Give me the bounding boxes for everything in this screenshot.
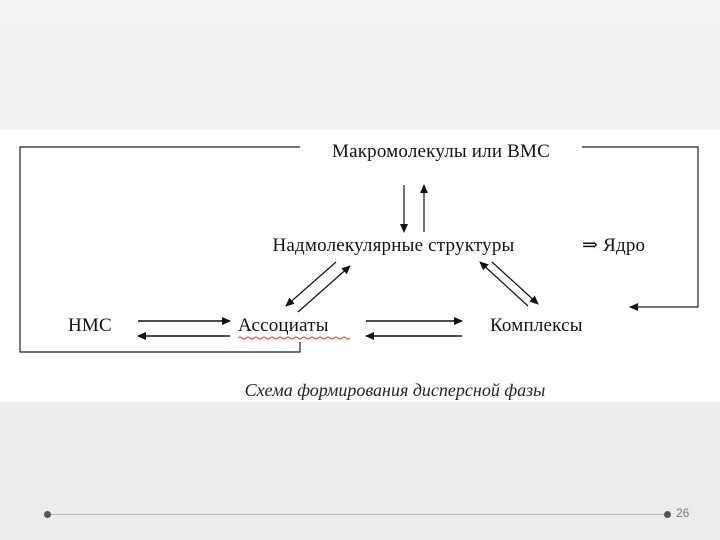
- node-core-label: Ядро: [603, 235, 646, 256]
- node-macromolecules: Макромолекулы или ВМС: [300, 141, 582, 163]
- loop-left-line: [19, 146, 301, 353]
- implies-arrow-icon: ⇒: [582, 235, 599, 256]
- arrow-assoc-to-supra: [297, 265, 351, 313]
- arrow-complex-to-supra: [479, 261, 529, 307]
- arrow-supra-to-assoc: [285, 261, 337, 307]
- footer-line-left: [50, 514, 666, 515]
- node-low-molecular: НМС: [68, 315, 112, 336]
- page-number: 26: [676, 506, 690, 520]
- diagram-caption: Схема формирования дисперсной фазы: [244, 380, 546, 400]
- node-core: ⇒ Ядро: [582, 235, 645, 257]
- footer-dot-left: [44, 511, 51, 518]
- node-complexes: Комплексы: [490, 315, 583, 336]
- diagram-panel: [0, 130, 720, 402]
- arrow-supra-to-complex: [491, 261, 539, 305]
- footer-dot-right: [664, 511, 671, 518]
- node-supramolecular-structures: Надмолекулярные структуры: [272, 235, 515, 256]
- spellcheck-underline: [238, 336, 350, 340]
- node-associates: Ассоциаты: [238, 315, 329, 336]
- loop-right-line: [582, 146, 699, 311]
